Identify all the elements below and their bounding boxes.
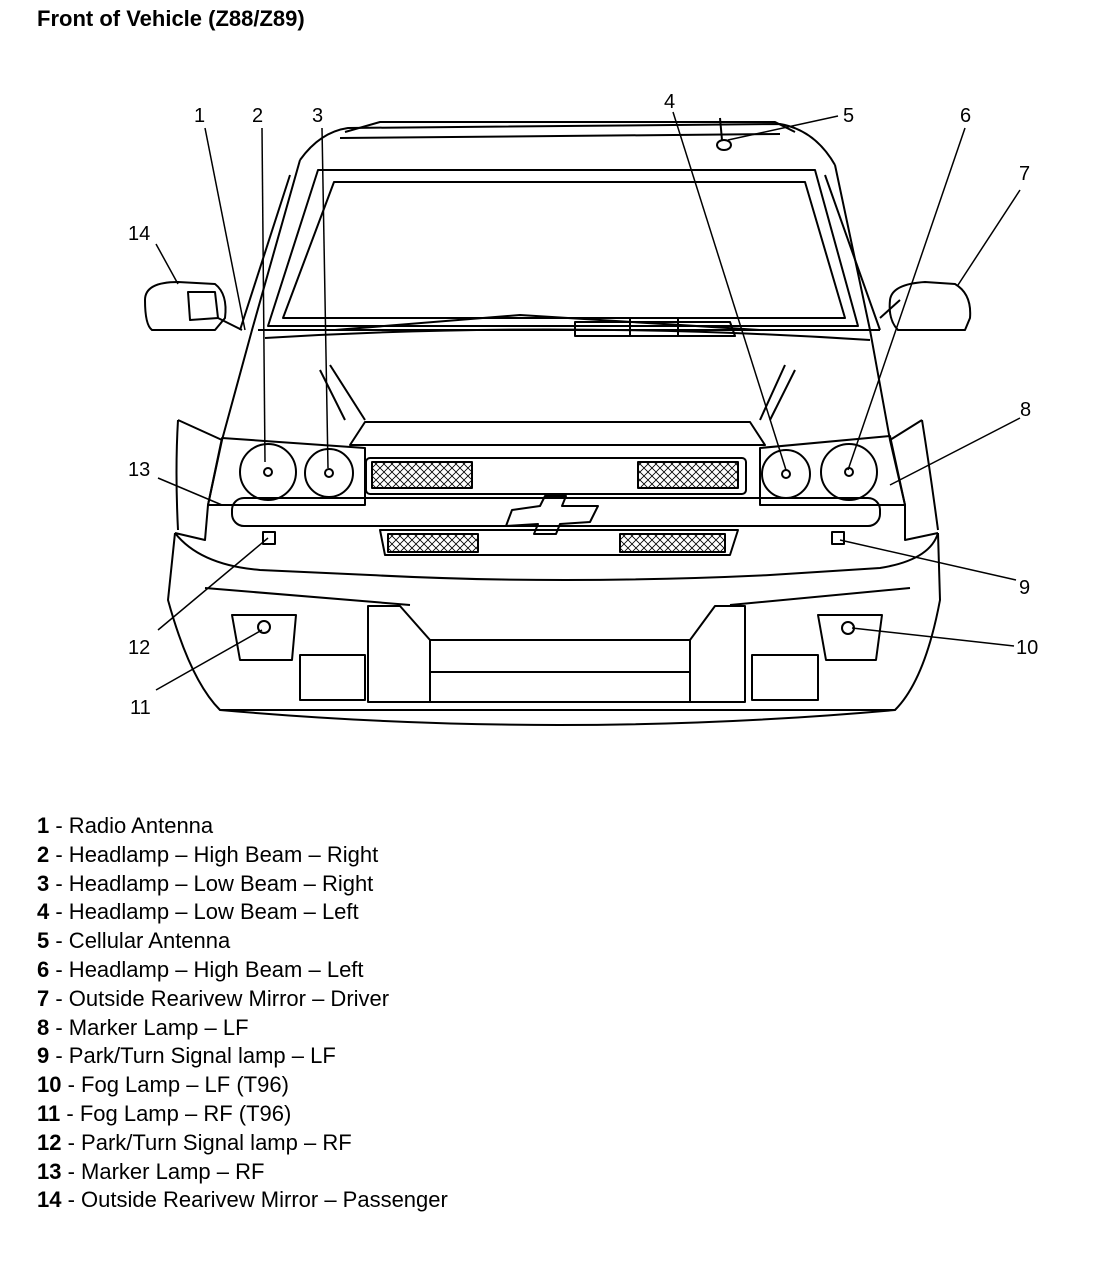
callout-2: 2 [252, 105, 263, 127]
callout-13: 13 [128, 459, 150, 481]
legend-item: 14 - Outside Rearivew Mirror – Passenger [37, 1187, 448, 1213]
callout-5: 5 [843, 105, 854, 127]
legend-item: 8 - Marker Lamp – LF [37, 1014, 249, 1040]
diagram-title: Front of Vehicle (Z88/Z89) [37, 6, 305, 31]
legend-item: 11 - Fog Lamp – RF (T96) [37, 1100, 292, 1126]
callout-10: 10 [1016, 637, 1038, 659]
legend-item: 3 - Headlamp – Low Beam – Right [37, 870, 374, 896]
legend-item: 10 - Fog Lamp – LF (T96) [37, 1072, 289, 1098]
vehicle-front-diagram: 1 2 3 4 5 6 7 8 9 10 11 12 13 14 [128, 91, 1038, 726]
legend-list: 1 - Radio Antenna 2 - Headlamp – High Be… [37, 812, 448, 1215]
legend-item: 2 - Headlamp – High Beam – Right [37, 841, 379, 867]
legend-item: 7 - Outside Rearivew Mirror – Driver [37, 985, 390, 1011]
callout-11: 11 [130, 697, 151, 719]
callout-3: 3 [312, 105, 323, 127]
callout-1: 1 [194, 105, 205, 127]
legend-item: 9 - Park/Turn Signal lamp – LF [37, 1043, 336, 1069]
callout-12: 12 [128, 637, 150, 659]
callout-numbers: 1 2 3 4 5 6 7 8 9 10 11 12 13 14 [128, 91, 1038, 719]
leader-lines [155, 111, 1021, 691]
callout-9: 9 [1019, 577, 1030, 599]
legend-item: 12 - Park/Turn Signal lamp – RF [37, 1129, 352, 1155]
legend-item: 1 - Radio Antenna [37, 813, 214, 838]
callout-4: 4 [664, 91, 675, 113]
callout-7: 7 [1019, 163, 1030, 185]
legend-item: 5 - Cellular Antenna [37, 928, 231, 954]
callout-6: 6 [960, 105, 971, 127]
vehicle-outline [144, 117, 972, 726]
legend-item: 4 - Headlamp – Low Beam – Left [37, 899, 359, 925]
legend-item: 13 - Marker Lamp – RF [37, 1158, 265, 1184]
callout-8: 8 [1020, 399, 1031, 421]
legend-item: 6 - Headlamp – High Beam – Left [37, 956, 364, 982]
callout-14: 14 [128, 223, 150, 245]
